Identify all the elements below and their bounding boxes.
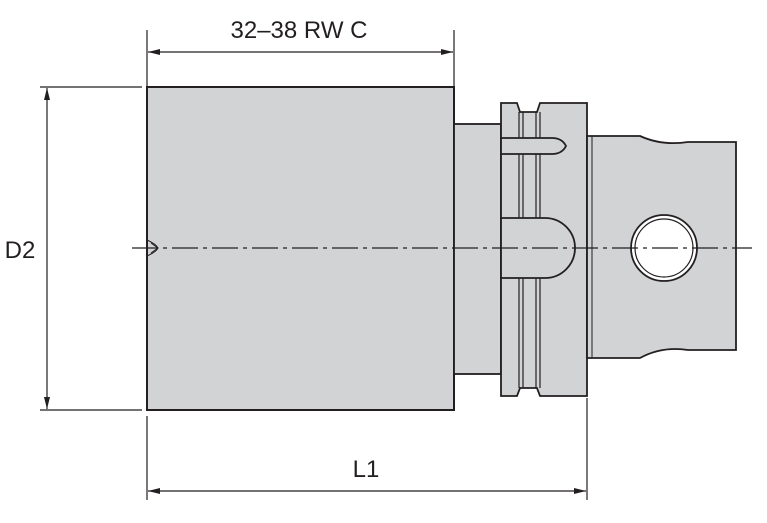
extension-lines: [40, 30, 588, 500]
dimension-lines: [44, 49, 586, 494]
top-width-label: 32–38 RW C: [231, 17, 368, 44]
key-slot: [500, 137, 568, 155]
diameter-label: D2: [5, 237, 36, 264]
length-label: L1: [353, 456, 380, 483]
neck: [453, 123, 502, 375]
